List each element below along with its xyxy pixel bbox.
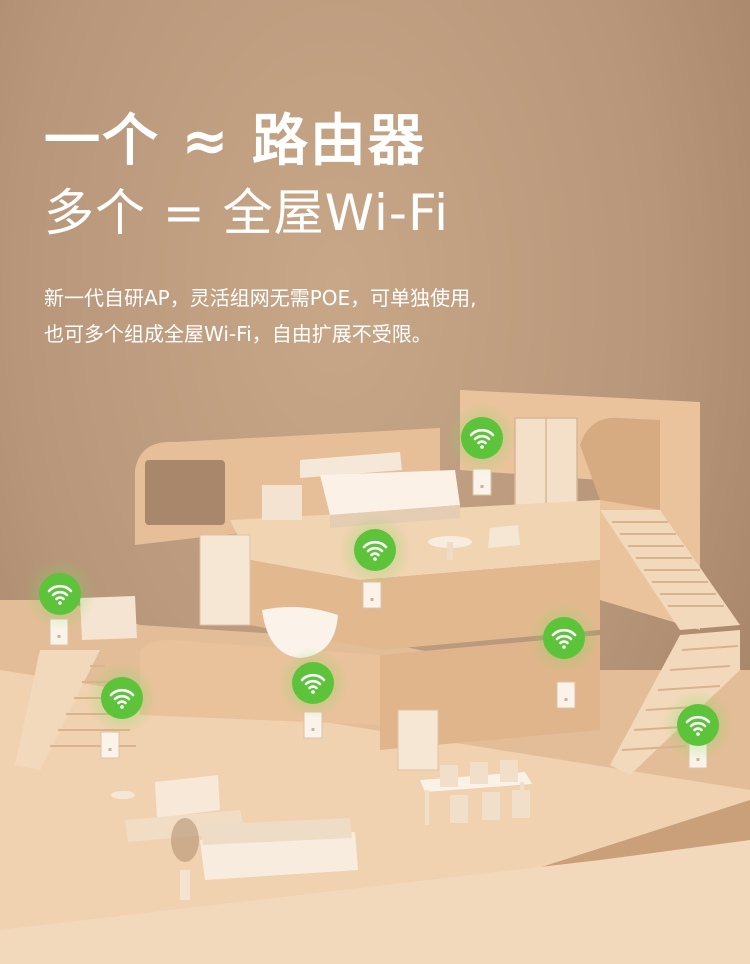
wifi-icon: [660, 687, 736, 763]
description-line-2: 也可多个组成全屋Wi-Fi，自由扩展不受限。: [44, 322, 432, 346]
headline-line-2: 多个 = 全屋Wi-Fi: [44, 184, 449, 242]
wifi-icon: [337, 512, 413, 588]
wifi-icon: [275, 645, 351, 721]
description: 新一代自研AP，灵活组网无需POE，可单独使用, 也可多个组成全屋Wi-Fi，自…: [44, 280, 704, 352]
headline-line-1: 一个 ≈ 路由器: [44, 109, 426, 174]
wifi-icon: [84, 660, 160, 736]
wifi-icon: [22, 556, 98, 632]
wifi-icon: [444, 400, 520, 476]
wifi-icon: [526, 600, 602, 676]
headline: 一个 ≈ 路由器 多个 = 全屋Wi-Fi: [44, 108, 449, 246]
house-model-illustration: [0, 390, 750, 964]
description-line-1: 新一代自研AP，灵活组网无需POE，可单独使用,: [44, 286, 477, 310]
